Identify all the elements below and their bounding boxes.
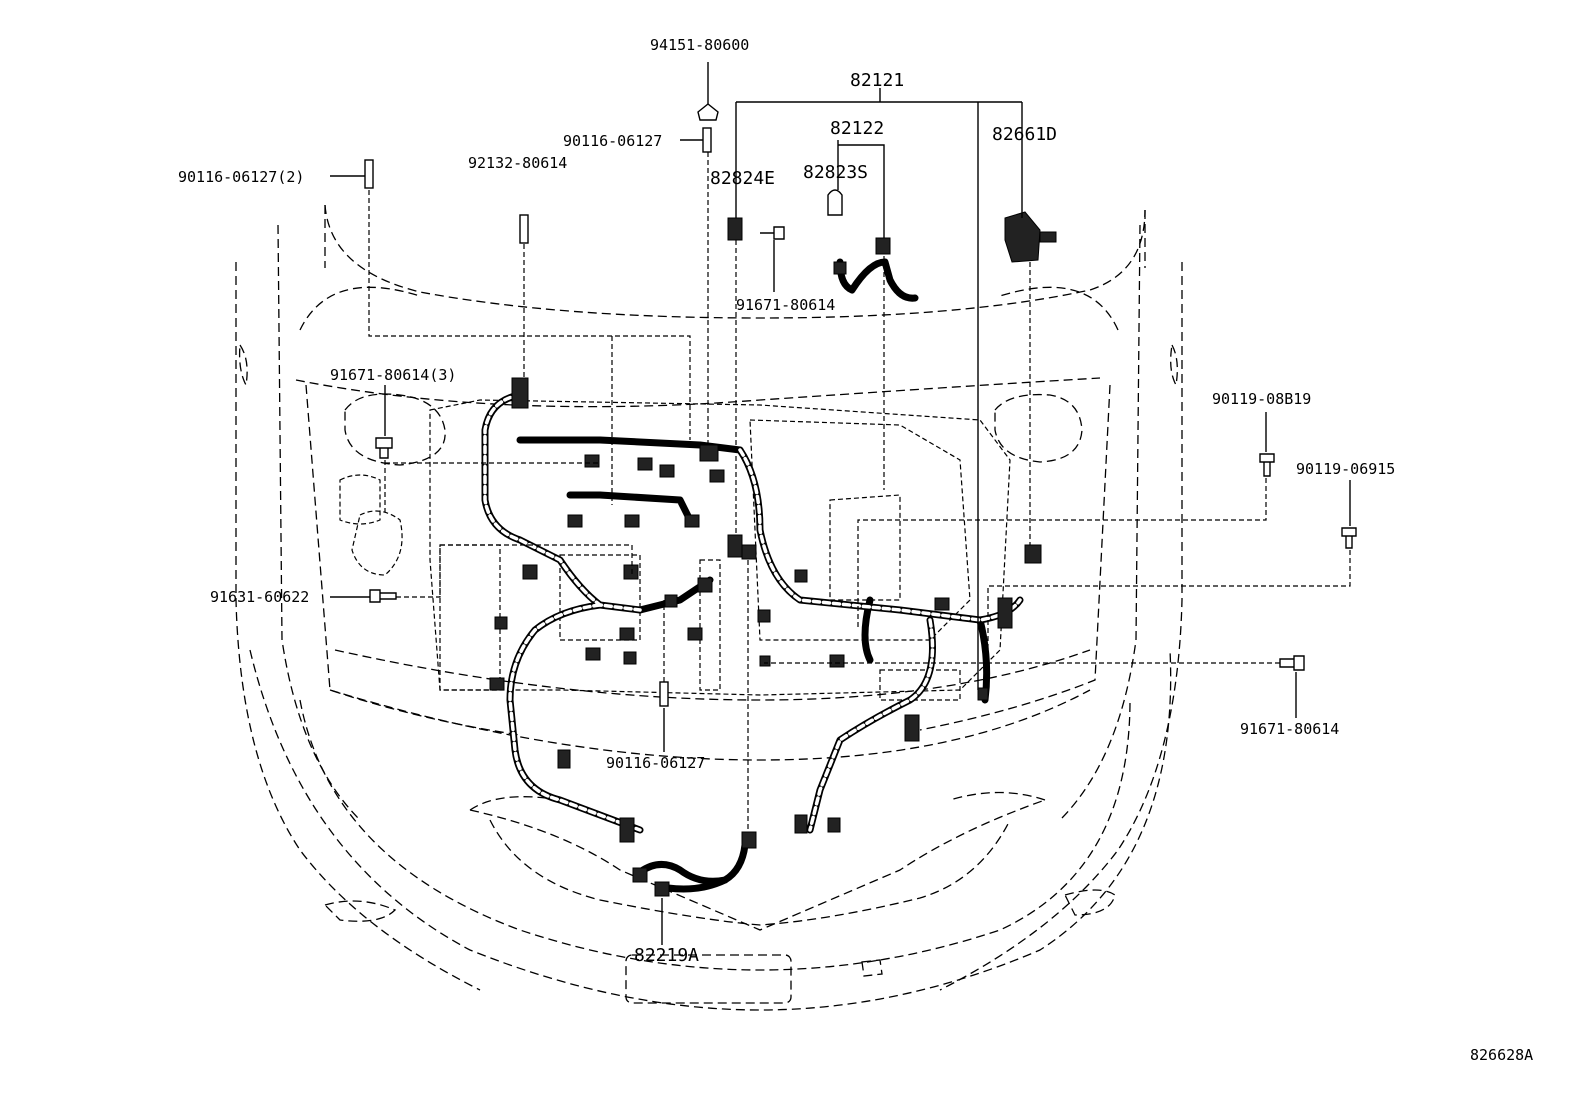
engine-wire-harness xyxy=(481,377,1042,843)
label-82823s: 82823S xyxy=(803,162,868,183)
part-labels: 94151-80600 82121 90116-06127 82122 8266… xyxy=(178,36,1533,1064)
label-82661d: 82661D xyxy=(992,124,1057,145)
label-90119-06915: 90119-06915 xyxy=(1296,460,1395,478)
front-harness-82219a xyxy=(632,831,757,897)
label-91631-60622: 91631-60622 xyxy=(210,588,309,606)
label-82219a: 82219A xyxy=(634,945,699,966)
label-82824e: 82824E xyxy=(710,168,775,189)
label-91671-80614-3: 91671-80614(3) xyxy=(330,366,456,384)
label-82122: 82122 xyxy=(830,118,884,139)
label-94151-80600: 94151-80600 xyxy=(650,36,749,54)
label-82121: 82121 xyxy=(850,70,904,91)
diagram-reference-code: 826628A xyxy=(1470,1046,1533,1064)
label-90119-08b19: 90119-08B19 xyxy=(1212,390,1311,408)
label-91671-80614-mid: 91671-80614 xyxy=(736,296,835,314)
vehicle-body-outline xyxy=(235,204,1183,1011)
label-92132-80614: 92132-80614 xyxy=(468,154,567,172)
leader-lines xyxy=(330,62,1351,945)
label-90116-06127-top: 90116-06127 xyxy=(563,132,662,150)
label-90116-06127-2: 90116-06127(2) xyxy=(178,168,304,186)
label-91671-80614-right: 91671-80614 xyxy=(1240,720,1339,738)
label-90116-06127-low: 90116-06127 xyxy=(606,754,705,772)
